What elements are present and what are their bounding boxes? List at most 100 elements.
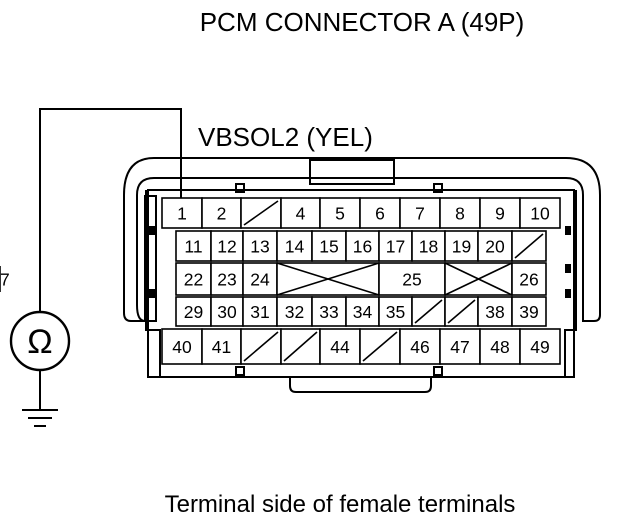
empty-cavity [511, 230, 547, 262]
pin-terminal: 20 [477, 230, 513, 262]
blocked-cavity [444, 262, 513, 296]
pin-terminal: 29 [175, 296, 212, 327]
pin-number: 23 [217, 270, 236, 290]
pin-terminal: 19 [444, 230, 479, 262]
pin-terminal: 11 [175, 230, 212, 262]
pin-terminal: 27 [0, 270, 10, 290]
pin-terminal: 24 [242, 262, 278, 296]
pin-terminal: 9 [479, 197, 521, 229]
pin-number: 30 [217, 302, 237, 322]
pin-terminal: 31 [242, 296, 278, 327]
blocked-cavity [276, 262, 380, 296]
pin-number: 14 [285, 237, 305, 257]
pin-number: 20 [485, 237, 505, 257]
pin-number: 41 [212, 337, 231, 357]
pin-number: 32 [285, 302, 304, 322]
pin-number: 15 [319, 237, 338, 257]
pin-terminal: 44 [319, 328, 361, 365]
pin-terminal: 48 [479, 328, 521, 365]
pin-terminal: 15 [311, 230, 347, 262]
pin-number: 31 [250, 302, 269, 322]
pin-number: 49 [530, 337, 549, 357]
pin-number: 38 [485, 302, 504, 322]
empty-cavity [240, 328, 282, 365]
pin-terminal: 7 [399, 197, 441, 229]
pin-number: 10 [530, 204, 550, 224]
pin-terminal: 39 [511, 296, 547, 327]
ohmmeter-icon: Ω [9, 310, 71, 372]
pin-terminal: 35 [378, 296, 413, 327]
pin-number: 39 [519, 302, 538, 322]
pin-number: 13 [250, 237, 269, 257]
pin-terminal: 12 [210, 230, 244, 262]
pin-terminal: 38 [477, 296, 513, 327]
connector-title: PCM CONNECTOR A (49P) [200, 7, 525, 37]
pin-terminal: 13 [242, 230, 278, 262]
pin-terminal: 33 [311, 296, 347, 327]
pin-number: 46 [410, 337, 429, 357]
pin-terminal: 5 [319, 197, 361, 229]
caption: Terminal side of female terminals [165, 491, 516, 518]
pin-terminal: 25 [378, 262, 446, 296]
ohm-symbol: Ω [27, 323, 52, 361]
pin-number: 4 [296, 204, 306, 224]
pin-number: 22 [184, 270, 203, 290]
pin-terminal: 17 [378, 230, 413, 262]
empty-cavity [240, 197, 282, 229]
pin-number: 9 [495, 204, 505, 224]
pin-terminal: 23 [210, 262, 244, 296]
pin-terminal: 34 [345, 296, 380, 327]
housing-keys [149, 226, 571, 298]
pin-terminal: 2 [201, 197, 242, 229]
pin-number: 2 [217, 204, 227, 224]
pin-number: 44 [330, 337, 350, 357]
pin-number: 47 [450, 337, 469, 357]
pin-number: 19 [452, 237, 471, 257]
pin-terminal: 47 [439, 328, 481, 365]
pin-number: 29 [184, 302, 203, 322]
pin-terminal: 14 [276, 230, 313, 262]
ground-symbol-icon [22, 370, 58, 427]
pin-terminal: 10 [519, 197, 561, 229]
pin-number: 35 [386, 302, 405, 322]
pin-number: 11 [184, 237, 202, 257]
wire-label: VBSOL2 (YEL) [198, 122, 373, 152]
pin-number: 26 [519, 270, 538, 290]
pin-number: 1 [177, 204, 187, 224]
pin-terminal: 4 [280, 197, 321, 229]
pin-terminal: 49 [519, 328, 561, 365]
pin-terminal: 46 [399, 328, 441, 365]
empty-cavity [359, 328, 401, 365]
pin-terminal: 41 [201, 328, 242, 365]
pin-terminal: 8 [439, 197, 481, 229]
pin-terminal: 16 [345, 230, 380, 262]
pin-number: 12 [217, 237, 236, 257]
pin-number: 16 [353, 237, 372, 257]
pin-number: 25 [402, 270, 421, 290]
pin-number: 27 [0, 270, 10, 290]
pin-number: 6 [375, 204, 385, 224]
pin-terminal: 26 [511, 262, 547, 296]
pin-number: 48 [490, 337, 509, 357]
pin-terminal: 32 [276, 296, 313, 327]
pin-number: 5 [335, 204, 345, 224]
pin-number: 33 [319, 302, 338, 322]
pin-number: 17 [386, 237, 405, 257]
pin-number: 34 [353, 302, 373, 322]
empty-cavity [280, 328, 321, 365]
empty-cavity [444, 296, 479, 327]
pin-terminal: 30 [210, 296, 244, 327]
pin-number: 40 [172, 337, 192, 357]
pin-number: 8 [455, 204, 465, 224]
pin-number: 7 [415, 204, 425, 224]
pin-terminal: 40 [161, 328, 203, 365]
empty-cavity [411, 296, 446, 327]
pin-1-probed: 1 [161, 197, 203, 229]
pin-terminal: 6 [359, 197, 401, 229]
pin-number: 18 [419, 237, 438, 257]
pin-terminal: 22 [175, 262, 212, 296]
pin-number: 24 [250, 270, 270, 290]
pin-terminal: 18 [411, 230, 446, 262]
